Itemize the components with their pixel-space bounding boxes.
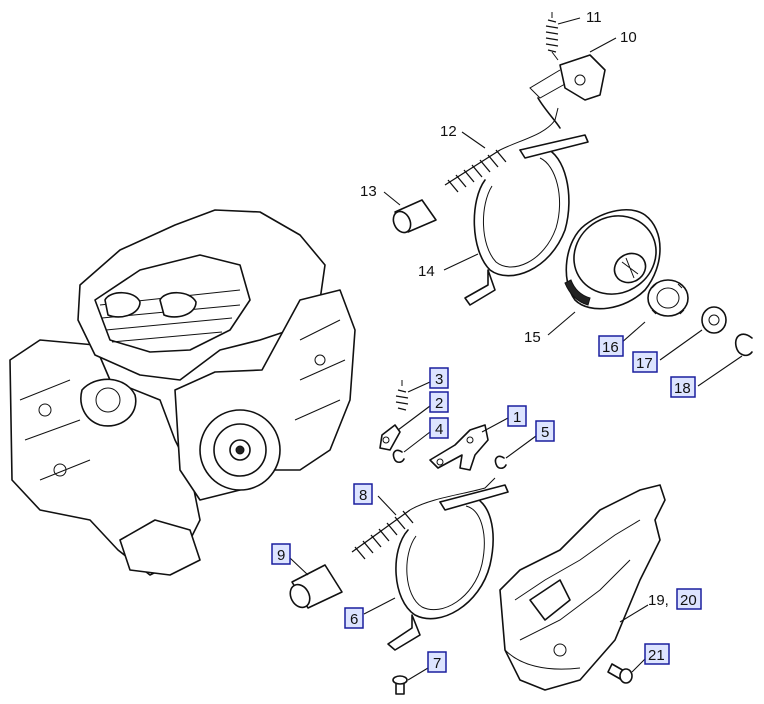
label-2: 2 bbox=[435, 395, 443, 412]
leader-lines bbox=[289, 17, 743, 681]
label-4: 4 bbox=[435, 421, 443, 438]
box-label-8: 8 bbox=[353, 483, 373, 505]
label-9: 9 bbox=[277, 547, 285, 564]
sleeve-part-9 bbox=[289, 564, 343, 609]
bell-crank-part-2 bbox=[379, 424, 401, 451]
box-label-2: 2 bbox=[429, 391, 449, 413]
label-21: 21 bbox=[648, 647, 665, 664]
sprocket-cover-part-19-20 bbox=[499, 484, 666, 691]
spring-part-8 bbox=[351, 477, 496, 560]
box-label-20: 20 bbox=[676, 588, 702, 610]
box-label-3: 3 bbox=[429, 367, 449, 389]
box-label-18: 18 bbox=[670, 376, 696, 398]
brake-band-part-6 bbox=[387, 484, 509, 651]
box-label-16: 16 bbox=[598, 335, 624, 357]
box-label-1: 1 bbox=[507, 405, 527, 427]
label-10: 10 bbox=[620, 29, 637, 46]
e-clip-part-18 bbox=[734, 333, 753, 357]
label-7: 7 bbox=[433, 655, 441, 672]
lever-part-1 bbox=[429, 424, 489, 471]
small-spring-part-3 bbox=[395, 380, 409, 411]
small-spring-part-11 bbox=[545, 12, 559, 61]
label-8: 8 bbox=[359, 487, 367, 504]
box-label-17: 17 bbox=[632, 351, 658, 373]
washer-part-17 bbox=[701, 306, 727, 334]
box-label-4: 4 bbox=[429, 417, 449, 439]
clip-part-5 bbox=[494, 455, 507, 470]
box-label-6: 6 bbox=[344, 607, 364, 629]
label-11: 11 bbox=[586, 9, 602, 26]
label-6: 6 bbox=[350, 611, 358, 628]
label-5: 5 bbox=[541, 424, 549, 441]
box-label-7: 7 bbox=[427, 651, 447, 673]
engine-housing bbox=[9, 209, 356, 576]
box-label-5: 5 bbox=[535, 420, 555, 442]
callout-labels: 11 10 12 13 14 15 19, bbox=[360, 9, 669, 609]
label-12: 12 bbox=[440, 123, 457, 140]
clip-part-4 bbox=[392, 449, 405, 464]
label-1: 1 bbox=[513, 409, 521, 426]
boxed-callout-labels: 16 17 18 3 2 4 1 5 8 9 6 7 20 21 bbox=[271, 335, 702, 673]
brake-lever-part-10 bbox=[529, 54, 606, 129]
label-14: 14 bbox=[418, 263, 435, 280]
label-20: 20 bbox=[680, 592, 697, 609]
box-label-21: 21 bbox=[644, 643, 670, 665]
sleeve-part-13 bbox=[392, 199, 437, 234]
clutch-drum-part-15 bbox=[564, 209, 661, 310]
sprocket-part-16 bbox=[647, 279, 689, 317]
screw-part-21 bbox=[607, 663, 633, 684]
brake-band-part-14 bbox=[464, 134, 589, 306]
screw-part-7 bbox=[392, 675, 408, 695]
label-17: 17 bbox=[636, 355, 653, 372]
label-19: 19, bbox=[648, 592, 669, 609]
label-18: 18 bbox=[674, 380, 691, 397]
spring-part-12 bbox=[444, 107, 559, 193]
box-label-9: 9 bbox=[271, 543, 291, 565]
label-13: 13 bbox=[360, 183, 377, 200]
label-16: 16 bbox=[602, 339, 619, 356]
label-15: 15 bbox=[524, 329, 541, 346]
label-3: 3 bbox=[435, 371, 443, 388]
